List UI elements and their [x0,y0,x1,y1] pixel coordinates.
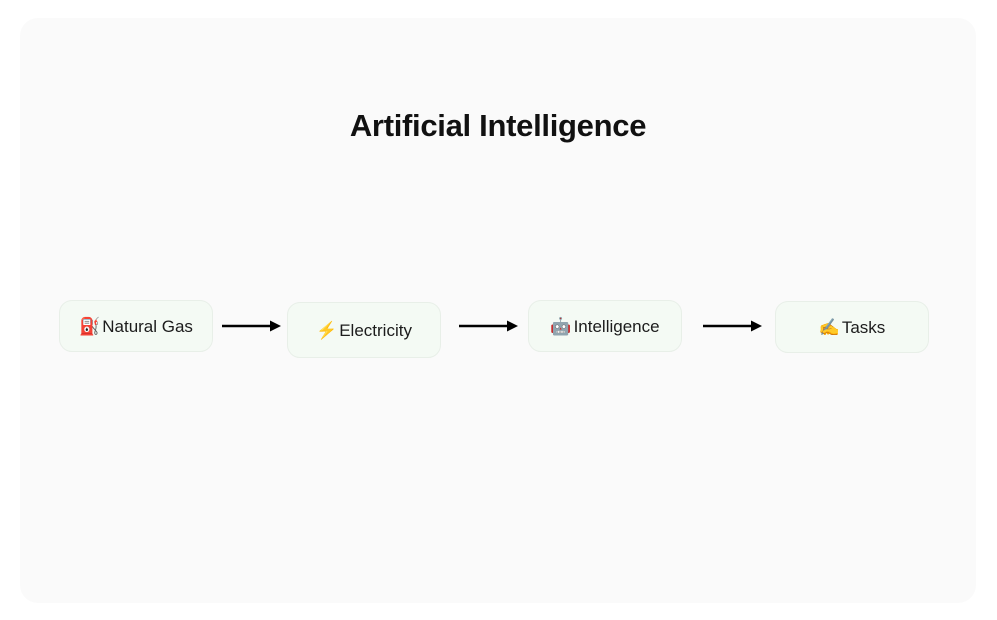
fuel-pump-icon: ⛽ [79,316,101,336]
robot-icon: 🤖 [550,316,572,336]
flow-node-label: Natural Gas [102,316,193,336]
flow-node-label: Tasks [841,317,886,337]
page-title: Artificial Intelligence [349,108,647,143]
flow-node-intelligence[interactable]: 🤖 Intelligence [528,300,682,352]
flow-arrow-3 [703,317,763,335]
flow-arrow-2 [459,317,519,335]
flow-node-electricity[interactable]: ⚡ Electricity [287,302,441,358]
arrow-right-icon [703,320,762,332]
flow-node-label: Intelligence [573,316,660,336]
flow-arrow-1 [222,317,282,335]
flow-node-tasks[interactable]: ✍️ Tasks [775,301,929,353]
arrow-right-icon [222,320,281,332]
flow-node-natural-gas[interactable]: ⛽ Natural Gas [59,300,213,352]
arrow-right-icon [459,320,518,332]
diagram-canvas: Artificial Intelligence ⛽ Natural Gas ⚡ … [20,18,976,603]
lightning-bolt-icon: ⚡ [316,320,338,340]
flow-node-label: Electricity [339,320,412,340]
writing-hand-icon: ✍️ [818,317,840,337]
flow-chain: ⛽ Natural Gas ⚡ Electricity 🤖 Intelligen… [20,280,976,370]
